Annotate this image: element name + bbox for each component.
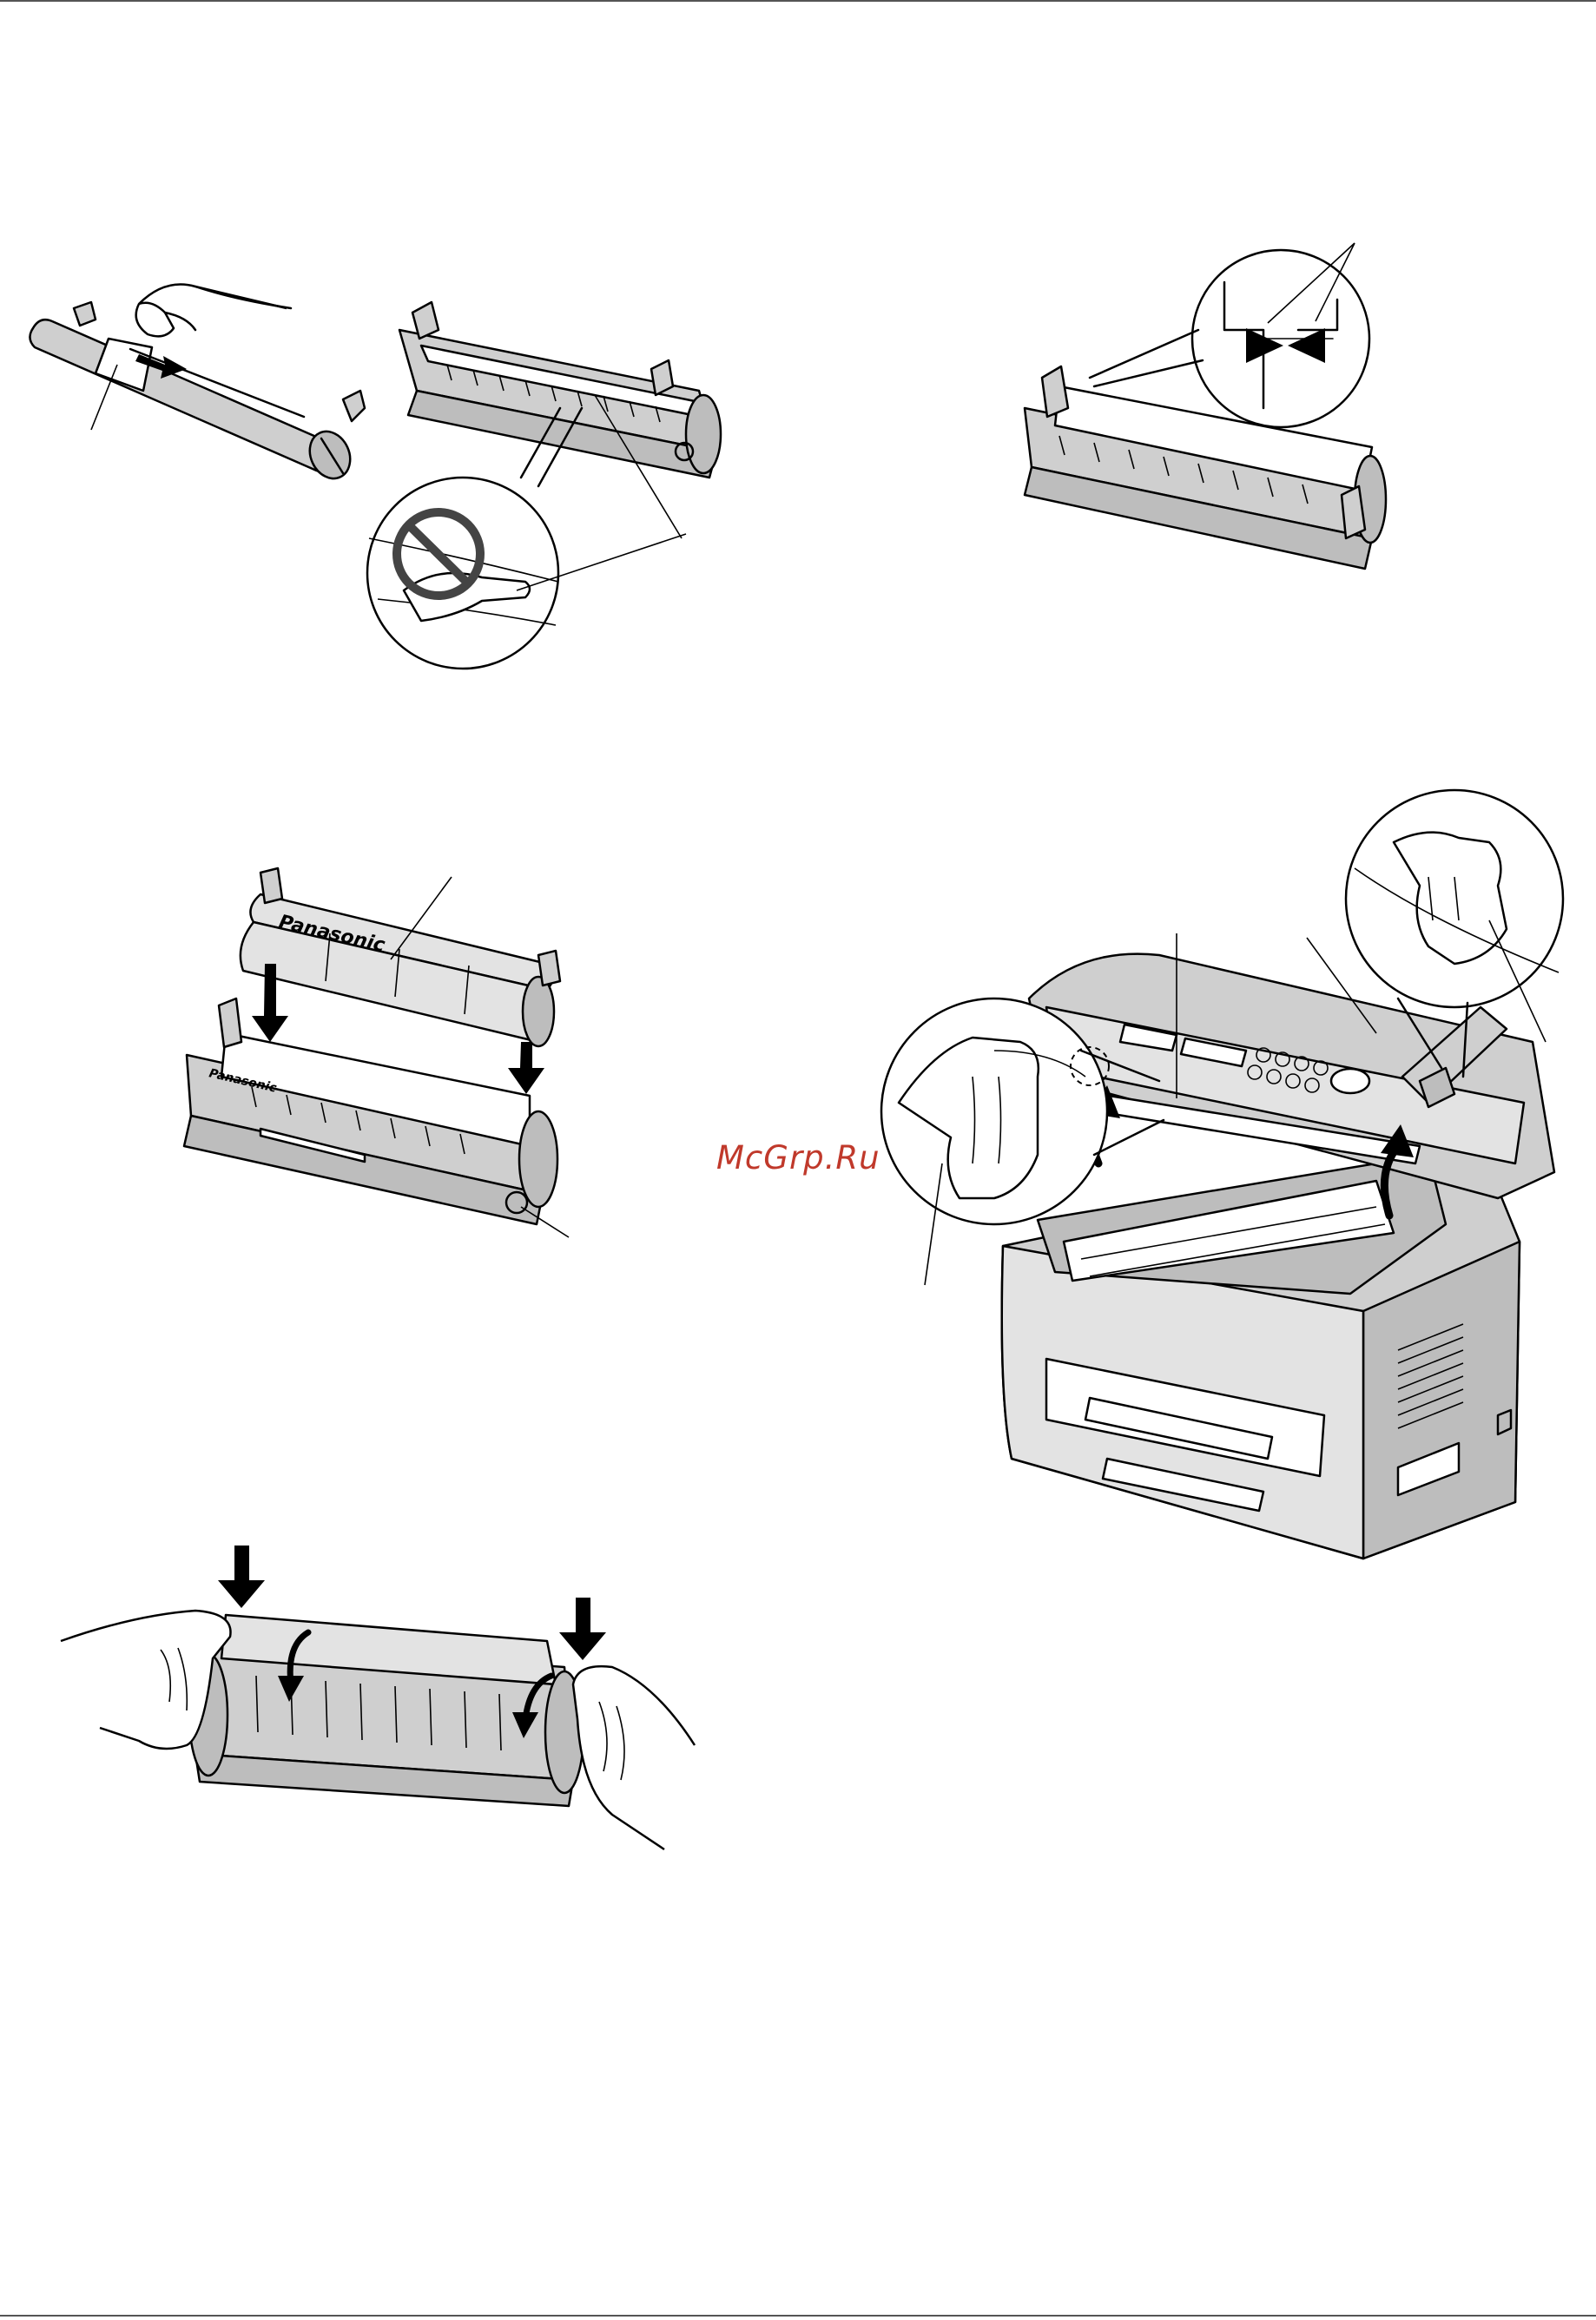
figure-drum-unit-do-not-touch <box>366 300 722 670</box>
figure-press-toner-lock <box>60 1546 696 1851</box>
figure-insert-toner: Panasonic Panasonic <box>182 867 570 1238</box>
top-border-line <box>0 0 1596 2</box>
watermark-text: McGrp.Ru <box>716 1139 880 1176</box>
figure-remove-toner-film <box>29 283 366 480</box>
figure-open-top-cover <box>880 788 1565 1560</box>
figure-drum-alignment-marks <box>1023 242 1388 570</box>
bottom-border-line <box>0 2315 1596 2317</box>
